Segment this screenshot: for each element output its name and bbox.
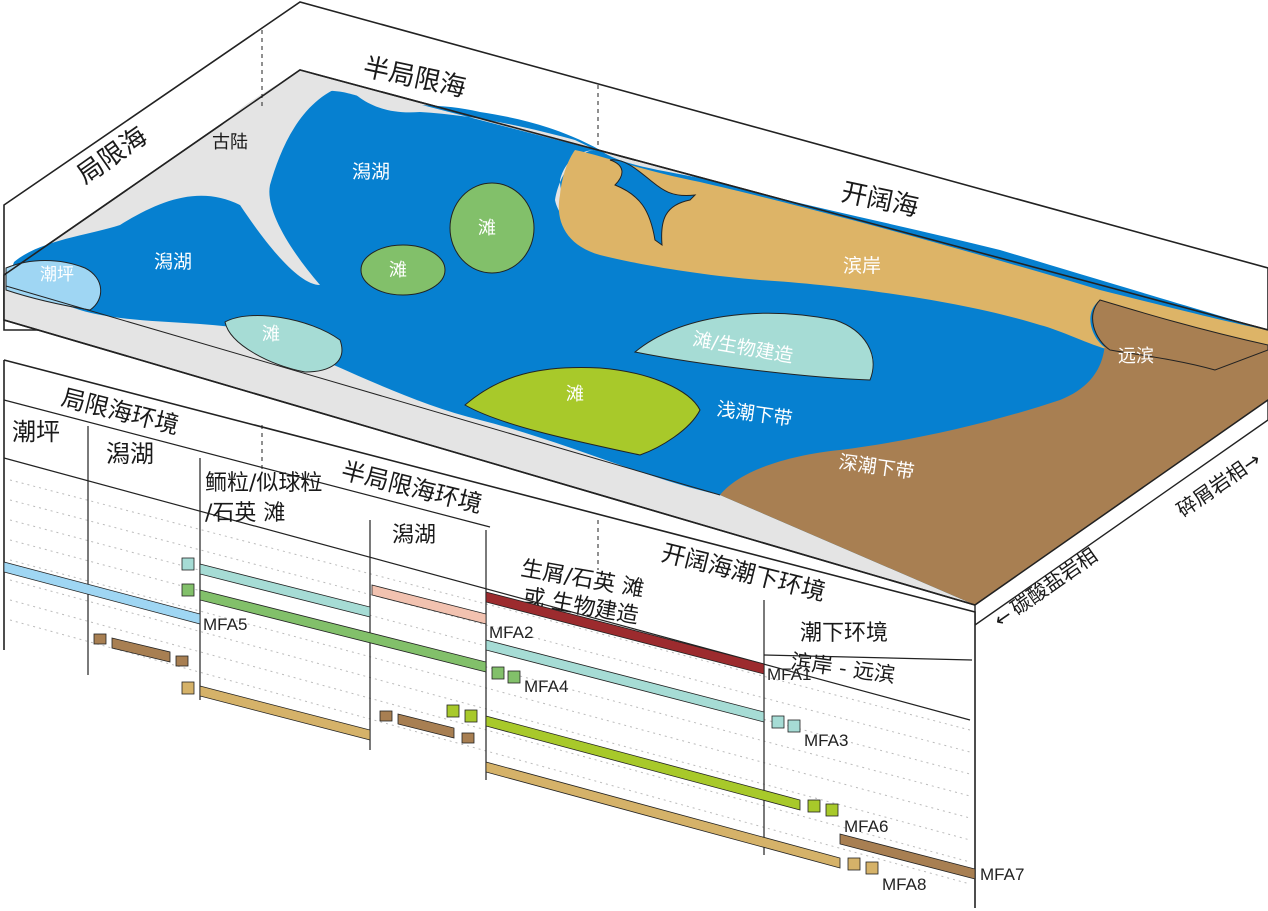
shoal-green-1 xyxy=(449,182,535,274)
shoal-cyan-left xyxy=(224,315,343,373)
tidal-channel xyxy=(609,159,697,247)
mfa3-bar-b xyxy=(485,639,765,723)
section-lagoon-a: 潟湖 xyxy=(106,440,154,468)
mfa2-bar xyxy=(371,584,487,625)
mfa5-bar xyxy=(3,561,201,625)
mfa8-label: MFA8 xyxy=(882,875,926,894)
mfa4-bar xyxy=(199,589,487,673)
section-lagoon-b: 潟湖 xyxy=(392,523,436,548)
section-frame xyxy=(3,359,976,908)
shoal-lime xyxy=(464,367,701,456)
section-tidal-flat: 潮坪 xyxy=(12,418,60,446)
mfa3-dash xyxy=(181,557,195,571)
label-shoal-3: 滩 xyxy=(262,324,280,345)
offshore-zone xyxy=(1092,299,1268,371)
mfa1-label: MFA1 xyxy=(767,665,811,684)
mfa3-bar-a xyxy=(199,563,371,618)
tidal-flat-zone xyxy=(5,260,102,311)
old-land-tongue xyxy=(211,70,345,285)
mfa6-bar xyxy=(485,715,801,811)
label-tidal-flat: 潮坪 xyxy=(40,265,74,285)
mfa4-dash xyxy=(181,583,195,597)
section-oolite-2: /石英 滩 xyxy=(205,501,285,526)
deep-subtidal-zone xyxy=(720,300,1268,605)
shoal-green-2 xyxy=(360,244,446,296)
mfa7-label: MFA7 xyxy=(980,865,1024,884)
mfa7-bar xyxy=(839,833,976,880)
label-shoal-2: 滩 xyxy=(389,260,407,281)
mfa8-bar-b xyxy=(485,761,841,869)
section-subtidal-1: 潮下环境 xyxy=(800,621,888,646)
beach-zone xyxy=(558,150,1268,350)
label-shoal-4: 滩 xyxy=(566,384,584,405)
mfa4-label: MFA4 xyxy=(524,677,568,696)
label-beach: 滨岸 xyxy=(843,255,881,277)
shoal-bioherm xyxy=(633,312,874,381)
old-land-cape xyxy=(345,85,620,240)
label-old-land: 古陆 xyxy=(212,132,248,153)
mfa5-label: MFA5 xyxy=(203,615,247,634)
mfa2-label: MFA2 xyxy=(489,623,533,642)
label-shoal-1: 滩 xyxy=(478,218,496,239)
mfa3-label: MFA3 xyxy=(804,731,848,750)
mfa8-bar-a xyxy=(199,685,371,741)
label-offshore: 远滨 xyxy=(1118,346,1154,367)
label-lagoon-upper: 潟湖 xyxy=(352,161,390,183)
label-lagoon-lower: 潟湖 xyxy=(154,251,192,273)
mfa6-label: MFA6 xyxy=(844,817,888,836)
mfa1-bar xyxy=(485,591,765,675)
section-oolite-1: 鲕粒/似球粒 xyxy=(205,471,322,496)
